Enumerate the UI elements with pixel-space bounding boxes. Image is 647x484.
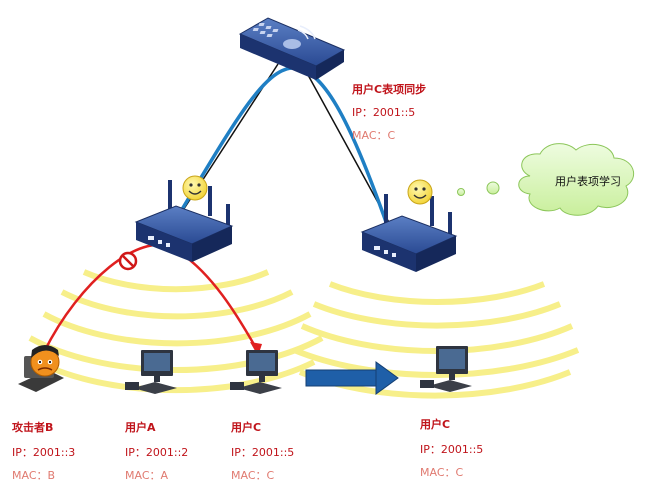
- user-a-name: 用户A: [125, 421, 156, 434]
- sync-note-title: 用户C表项同步: [352, 83, 427, 96]
- signal-waves-left: [28, 269, 324, 394]
- move-arrow-icon: [305, 361, 399, 395]
- user-c-left-ip: IP：2001::5: [231, 446, 295, 459]
- attacker-ip: IP：2001::3: [12, 446, 76, 459]
- user-a-mac: MAC：A: [125, 469, 169, 482]
- attacker-icon: [18, 345, 64, 392]
- user-c-right-ip: IP：2001::5: [420, 443, 484, 456]
- access-point-icon-left: [134, 180, 234, 262]
- sync-note-ip: IP：2001::5: [352, 106, 416, 119]
- smiley-icon-right: [407, 179, 433, 205]
- attacker-mac: MAC：B: [12, 469, 56, 482]
- pc-icon-user-c-left: [230, 350, 282, 394]
- access-point-icon-right: [360, 194, 458, 272]
- user-c-left-mac: MAC：C: [231, 469, 275, 482]
- attacker-name: 攻击者B: [12, 421, 54, 434]
- pc-icon-user-a: [125, 350, 177, 394]
- smiley-icon-left: [182, 175, 208, 201]
- sync-note-mac: MAC：C: [352, 129, 396, 142]
- controller-icon: [238, 17, 346, 80]
- cloud-text: 用户表项学习: [555, 175, 621, 188]
- user-c-right-mac: MAC：C: [420, 466, 464, 479]
- blocked-icon: [118, 251, 138, 271]
- user-a-ip: IP：2001::2: [125, 446, 189, 459]
- user-c-left-name: 用户C: [231, 421, 262, 434]
- pc-icon-user-c-right: [420, 346, 472, 392]
- thought-cloud: [457, 143, 635, 216]
- user-c-right-name: 用户C: [420, 418, 451, 431]
